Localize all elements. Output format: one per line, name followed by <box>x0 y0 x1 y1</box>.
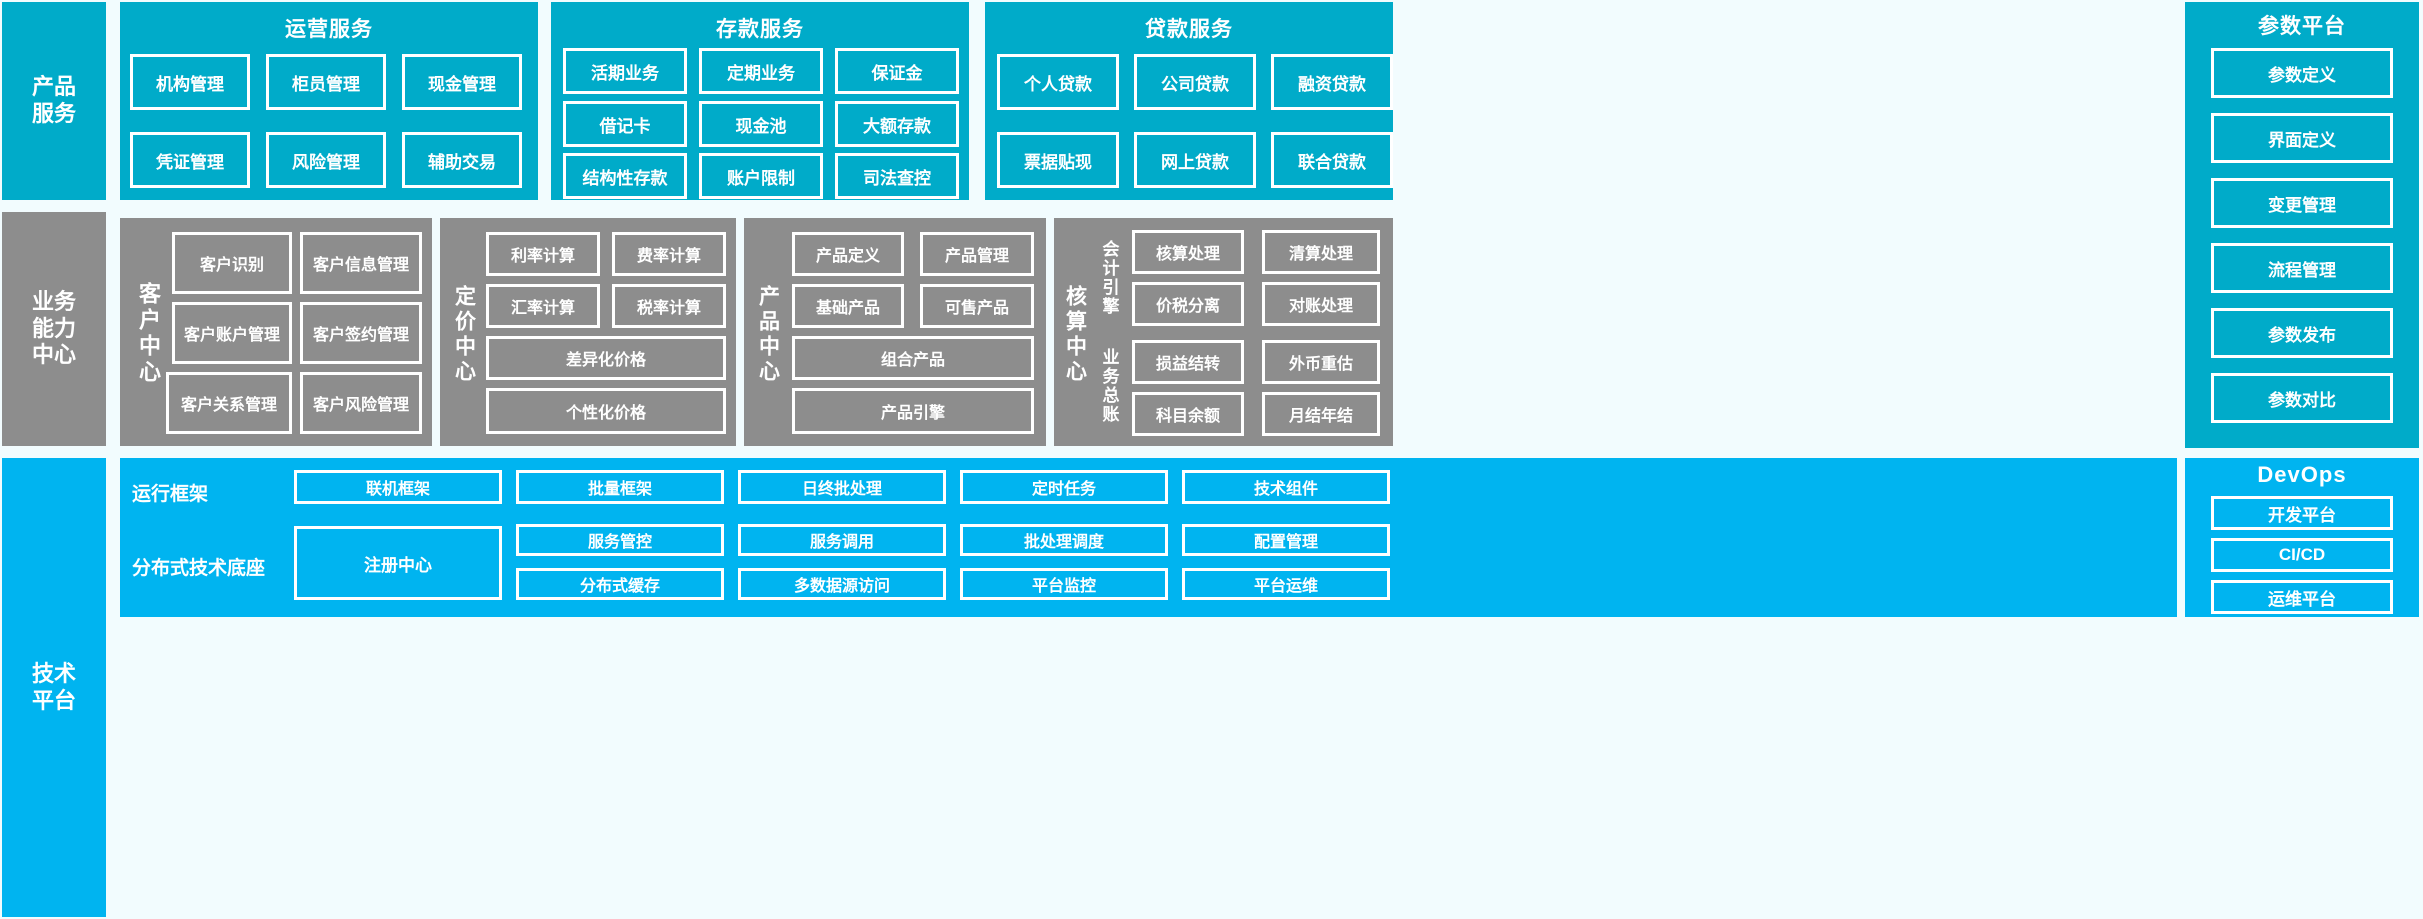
tile-operation-5[interactable]: 风险管理 <box>266 132 386 188</box>
tile-loan-3[interactable]: 融资贷款 <box>1271 54 1393 110</box>
panel-devops: DevOps 开发平台 CI/CD 运维平台 <box>2185 458 2419 617</box>
tile-distributed-top-4[interactable]: 配置管理 <box>1182 524 1390 556</box>
tech-row-runtime-framework: 运行框架 联机框架 批量框架 日终批处理 定时任务 技术组件 <box>120 458 2177 526</box>
tile-loan-6[interactable]: 联合贷款 <box>1271 132 1393 188</box>
tile-customer-6[interactable]: 客户风险管理 <box>300 372 422 434</box>
tile-deposit-9[interactable]: 司法查控 <box>835 153 959 199</box>
group-title-loan-services: 贷款服务 <box>1145 18 1233 41</box>
tile-product-5[interactable]: 组合产品 <box>792 336 1034 380</box>
center-label-product: 产品中心 <box>756 285 780 385</box>
tile-accounting-1[interactable]: 核算处理 <box>1132 230 1244 274</box>
tile-pricing-1[interactable]: 利率计算 <box>486 232 600 276</box>
tech-row-label-runtime-framework: 运行框架 <box>132 483 209 505</box>
tile-accounting-3[interactable]: 价税分离 <box>1132 282 1244 326</box>
tile-parameter-1[interactable]: 参数定义 <box>2211 48 2393 98</box>
tile-operation-6[interactable]: 辅助交易 <box>402 132 522 188</box>
tile-operation-3[interactable]: 现金管理 <box>402 54 522 110</box>
center-label-pricing: 定价中心 <box>452 285 476 385</box>
tile-deposit-4[interactable]: 借记卡 <box>563 101 687 147</box>
tile-distributed-bottom-1[interactable]: 分布式缓存 <box>516 568 724 600</box>
tile-operation-1[interactable]: 机构管理 <box>130 54 250 110</box>
center-label-customer: 客户中心 <box>136 282 161 386</box>
tile-customer-2[interactable]: 客户信息管理 <box>300 232 422 294</box>
tile-deposit-1[interactable]: 活期业务 <box>563 48 687 94</box>
layer-label-product-service: 产品 服务 <box>2 2 106 200</box>
tile-customer-3[interactable]: 客户账户管理 <box>172 302 292 364</box>
center-panel-customer: 客户中心 客户识别 客户信息管理 客户账户管理 客户签约管理 客户关系管理 客户… <box>120 218 432 446</box>
tile-runtime-5[interactable]: 技术组件 <box>1182 470 1390 504</box>
tile-deposit-3[interactable]: 保证金 <box>835 48 959 94</box>
tile-distributed-top-3[interactable]: 批处理调度 <box>960 524 1168 556</box>
tile-parameter-6[interactable]: 参数对比 <box>2211 373 2393 423</box>
tile-product-1[interactable]: 产品定义 <box>792 232 904 276</box>
center-sublabel-general-ledger: 业务总账 <box>1099 348 1119 424</box>
tile-accounting-2[interactable]: 清算处理 <box>1262 230 1380 274</box>
tech-row-distributed-base-body: 分布式技术底座 注册中心 服务管控 服务调用 批处理调度 配置管理 分布式缓存 … <box>120 516 2177 617</box>
tile-deposit-5[interactable]: 现金池 <box>699 101 823 147</box>
tile-pricing-3[interactable]: 汇率计算 <box>486 284 600 328</box>
tile-runtime-3[interactable]: 日终批处理 <box>738 470 946 504</box>
tile-devops-2[interactable]: CI/CD <box>2211 538 2393 572</box>
tile-loan-1[interactable]: 个人贷款 <box>997 54 1119 110</box>
center-sublabel-accounting-engine: 会计引擎 <box>1099 240 1119 316</box>
tile-accounting-6[interactable]: 外币重估 <box>1262 340 1380 384</box>
tile-customer-4[interactable]: 客户签约管理 <box>300 302 422 364</box>
tile-customer-5[interactable]: 客户关系管理 <box>166 372 292 434</box>
tile-loan-2[interactable]: 公司贷款 <box>1134 54 1256 110</box>
tile-accounting-8[interactable]: 月结年结 <box>1262 392 1380 436</box>
tile-product-4[interactable]: 可售产品 <box>920 284 1034 328</box>
tile-deposit-2[interactable]: 定期业务 <box>699 48 823 94</box>
tile-distributed-bottom-2[interactable]: 多数据源访问 <box>738 568 946 600</box>
tile-accounting-7[interactable]: 科目余额 <box>1132 392 1244 436</box>
tile-operation-2[interactable]: 柜员管理 <box>266 54 386 110</box>
tile-product-6[interactable]: 产品引擎 <box>792 388 1034 434</box>
layer-label-business-capability: 业务 能力 中心 <box>2 212 106 446</box>
tile-runtime-2[interactable]: 批量框架 <box>516 470 724 504</box>
layer-label-technology-platform: 技术 平台 <box>2 458 106 917</box>
tile-deposit-8[interactable]: 账户限制 <box>699 153 823 199</box>
group-title-deposit-services: 存款服务 <box>716 18 804 41</box>
tile-parameter-2[interactable]: 界面定义 <box>2211 113 2393 163</box>
center-panel-product: 产品中心 产品定义 产品管理 基础产品 可售产品 组合产品 产品引擎 <box>744 218 1046 446</box>
tile-pricing-6[interactable]: 个性化价格 <box>486 388 726 434</box>
tile-deposit-6[interactable]: 大额存款 <box>835 101 959 147</box>
tile-parameter-3[interactable]: 变更管理 <box>2211 178 2393 228</box>
tile-product-3[interactable]: 基础产品 <box>792 284 904 328</box>
tile-distributed-bottom-3[interactable]: 平台监控 <box>960 568 1168 600</box>
tile-registry-center[interactable]: 注册中心 <box>294 526 502 600</box>
center-panel-pricing: 定价中心 利率计算 费率计算 汇率计算 税率计算 差异化价格 个性化价格 <box>440 218 736 446</box>
group-title-operation-services: 运营服务 <box>285 18 373 41</box>
tile-customer-1[interactable]: 客户识别 <box>172 232 292 294</box>
group-panel-operation-services: 运营服务 机构管理 柜员管理 现金管理 凭证管理 风险管理 辅助交易 <box>120 2 538 200</box>
tile-pricing-4[interactable]: 税率计算 <box>612 284 726 328</box>
panel-parameter-platform: 参数平台 参数定义 界面定义 变更管理 流程管理 参数发布 参数对比 <box>2185 2 2419 448</box>
tile-parameter-5[interactable]: 参数发布 <box>2211 308 2393 358</box>
tile-distributed-bottom-4[interactable]: 平台运维 <box>1182 568 1390 600</box>
tile-pricing-5[interactable]: 差异化价格 <box>486 336 726 380</box>
panel-title-devops: DevOps <box>2257 462 2347 487</box>
tile-distributed-top-1[interactable]: 服务管控 <box>516 524 724 556</box>
center-label-accounting: 核算中心 <box>1063 285 1087 385</box>
center-panel-accounting: 核算中心 会计引擎 业务总账 核算处理 清算处理 价税分离 对账处理 损益结转 … <box>1054 218 1393 446</box>
tile-devops-3[interactable]: 运维平台 <box>2211 580 2393 614</box>
tile-loan-5[interactable]: 网上贷款 <box>1134 132 1256 188</box>
group-panel-deposit-services: 存款服务 活期业务 定期业务 保证金 借记卡 现金池 大额存款 结构性存款 账户… <box>551 2 969 200</box>
group-panel-loan-services: 贷款服务 个人贷款 公司贷款 融资贷款 票据贴现 网上贷款 联合贷款 <box>985 2 1393 200</box>
tile-accounting-4[interactable]: 对账处理 <box>1262 282 1380 326</box>
tile-parameter-4[interactable]: 流程管理 <box>2211 243 2393 293</box>
tile-operation-4[interactable]: 凭证管理 <box>130 132 250 188</box>
tile-runtime-4[interactable]: 定时任务 <box>960 470 1168 504</box>
tech-row-label-distributed-base: 分布式技术底座 <box>132 558 266 579</box>
tile-devops-1[interactable]: 开发平台 <box>2211 496 2393 530</box>
tile-pricing-2[interactable]: 费率计算 <box>612 232 726 276</box>
panel-title-parameter-platform: 参数平台 <box>2258 15 2346 38</box>
tile-deposit-7[interactable]: 结构性存款 <box>563 153 687 199</box>
tile-distributed-top-2[interactable]: 服务调用 <box>738 524 946 556</box>
tile-product-2[interactable]: 产品管理 <box>920 232 1034 276</box>
tile-loan-4[interactable]: 票据贴现 <box>997 132 1119 188</box>
tile-accounting-5[interactable]: 损益结转 <box>1132 340 1244 384</box>
tile-runtime-1[interactable]: 联机框架 <box>294 470 502 504</box>
